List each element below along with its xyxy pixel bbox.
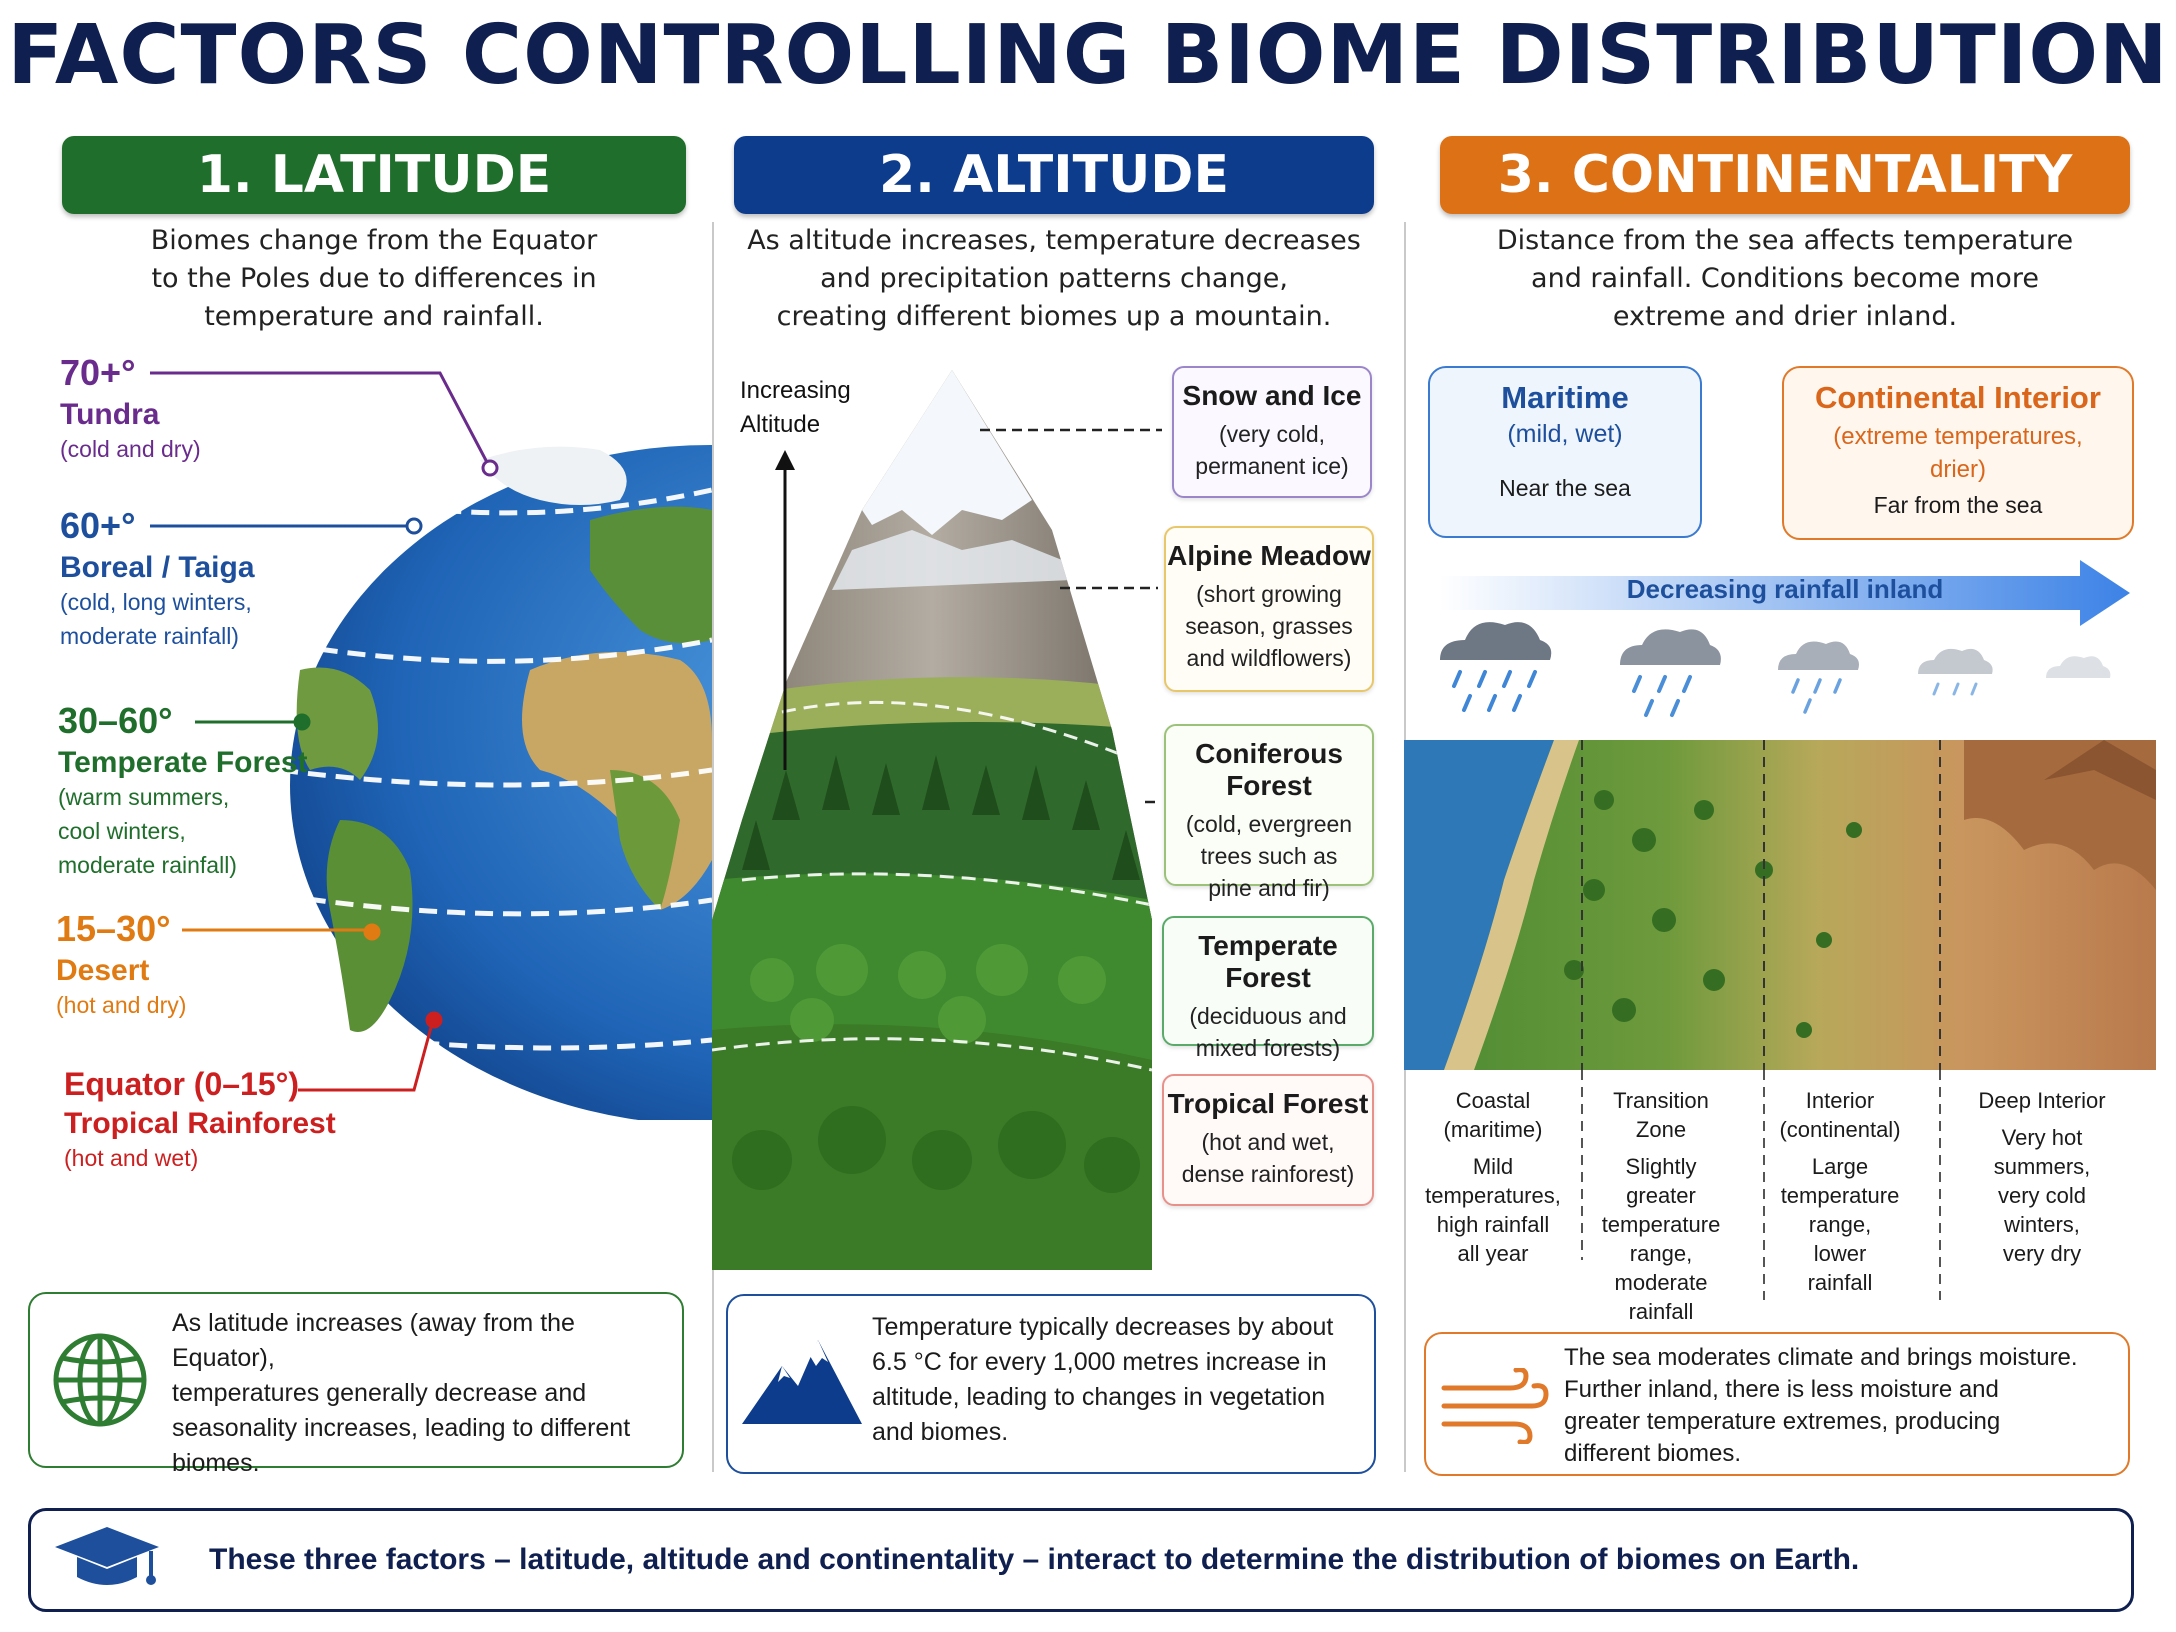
graduation-cap-icon (55, 1527, 159, 1585)
page-title: FACTORS CONTROLLING BIOME DISTRIBUTION (7, 8, 2169, 103)
summary-text: These three factors – latitude, altitude… (209, 1543, 1860, 1576)
column-divider (712, 222, 714, 1472)
latitude-note: As latitude increases (away from the Equ… (28, 1292, 684, 1477)
rain-cloud-icon (2046, 656, 2111, 678)
summary-box: These three factors – latitude, altitude… (28, 1508, 2134, 1612)
zone-separators (1581, 1070, 1941, 1300)
latitude-zone-desert: 15–30° Desert (hot and dry) (56, 908, 187, 1018)
altitude-heading: 2. ALTITUDE (734, 136, 1374, 214)
maritime-box: Maritime (mild, wet) Near the sea (1428, 366, 1702, 538)
altitude-note: Temperature typically decreases by about… (726, 1294, 1376, 1474)
continentality-landscape (1404, 740, 2156, 1070)
continentality-note: The sea moderates climate and brings moi… (1424, 1332, 2130, 1476)
latitude-zone-tundra: 70+° Tundra (cold and dry) (60, 352, 201, 462)
globe-illustration (280, 445, 712, 1120)
latitude-heading: 1. LATITUDE (62, 136, 686, 214)
altitude-axis-arrow (775, 450, 795, 770)
latitude-zone-tropical: Equator (0–15°) Tropical Rainforest (hot… (64, 1066, 336, 1171)
altitude-intro: As altitude increases, temperature decre… (747, 225, 1361, 332)
latitude-leader-lines (150, 371, 499, 1092)
continentality-heading: 3. CONTINENTALITY (1440, 136, 2130, 214)
rain-cloud-icon (1918, 648, 1993, 696)
rainfall-arrow-label: Decreasing rainfall inland (1626, 574, 1944, 604)
wind-icon (1441, 1368, 1549, 1444)
rain-cloud-icon (1440, 622, 1552, 712)
altitude-zone-snow: Snow and Ice (very cold,permanent ice) (1172, 366, 1372, 498)
rainfall-arrow (1440, 560, 2130, 626)
rain-cloud-icon (1620, 629, 1721, 717)
rain-cloud-icons (1440, 622, 2111, 717)
altitude-leader-lines (980, 428, 1162, 804)
continentality-intro: Distance from the sea affects temperatur… (1496, 225, 2074, 332)
altitude-zone-tropical: Tropical Forest (hot and wet,dense rainf… (1162, 1074, 1374, 1206)
latitude-zone-boreal: 60+° Boreal / Taiga (cold, long winters,… (60, 505, 255, 649)
rain-cloud-icon (1778, 641, 1859, 714)
mountain-icon (742, 1340, 862, 1424)
continental-box: Continental Interior (extreme temperatur… (1782, 366, 2134, 540)
latitude-zone-temperate: 30–60° Temperate Forest (warm summers, c… (58, 700, 308, 878)
globe-icon (53, 1333, 147, 1427)
